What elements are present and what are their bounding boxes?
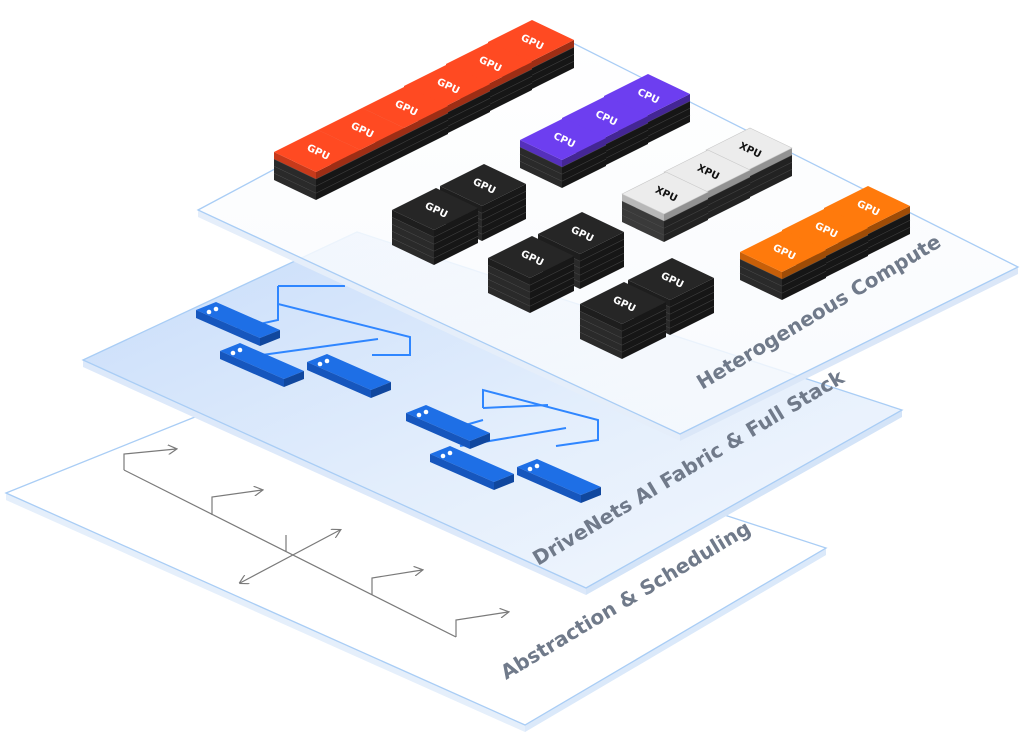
fabric-switches xyxy=(196,302,601,503)
xpu-server-stack-3: XPU xyxy=(621,171,709,242)
gpu-server-stack-orange-3: GPU xyxy=(739,230,827,300)
layer-compute: Heterogeneous Compute GPUGPUGPUGPUGPUGPU… xyxy=(196,20,1020,441)
scheduling-timeline xyxy=(123,449,508,638)
compute-units: GPUGPUGPUGPUGPUGPUCPUCPUCPUXPUXPUXPUGPUG… xyxy=(273,20,911,359)
gpu-server-stack-red-6: GPU xyxy=(273,130,361,200)
fabric-switch xyxy=(220,343,304,387)
fabric-switch xyxy=(196,302,280,346)
fabric-switch xyxy=(406,405,490,449)
gpu-server-stack-black-2: GPU xyxy=(391,188,479,265)
gpu-server-stack-black-4: GPU xyxy=(487,236,575,313)
layer-fabric-plate xyxy=(81,231,904,589)
fabric-switch xyxy=(307,354,391,398)
fabric-switch xyxy=(517,459,601,503)
fabric-switch xyxy=(430,446,514,490)
cpu-server-stack-3: CPU xyxy=(519,118,607,188)
layer-abstraction-side xyxy=(6,493,525,732)
gpu-server-stack-black-6: GPU xyxy=(579,282,667,359)
